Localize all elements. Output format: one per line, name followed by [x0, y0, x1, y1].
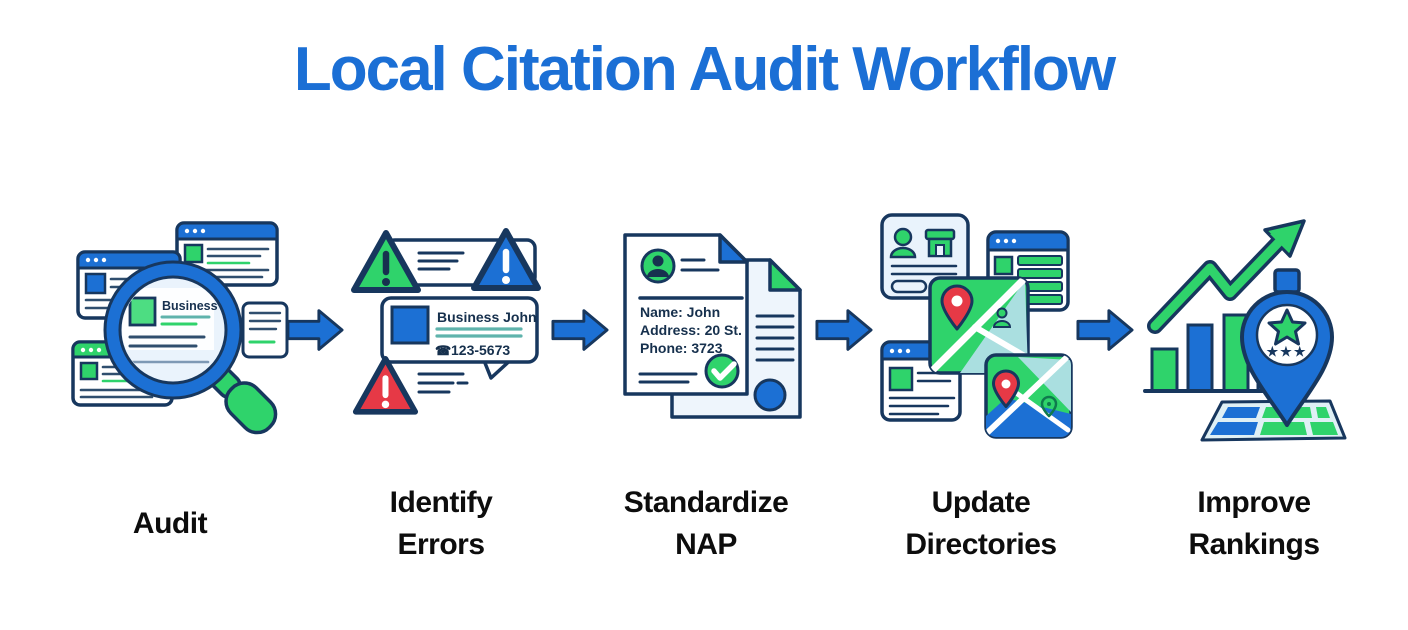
flow-arrow-icon	[551, 309, 609, 351]
lens-business-label: Business	[162, 299, 218, 313]
storefront-icon	[924, 228, 956, 258]
step-label-identify-errors: Identify Errors	[321, 478, 561, 570]
rating-stars-icon: ★★★	[1267, 344, 1308, 359]
location-glyph-icon	[1040, 395, 1058, 418]
step-label-line: NAP	[675, 528, 737, 561]
step-label-audit: Audit	[50, 478, 290, 570]
text-lines	[755, 314, 795, 362]
step-label-standardize-nap: Standardize NAP	[586, 478, 826, 570]
text-lines	[638, 372, 698, 384]
improve-rankings-icon: ★★★	[1143, 219, 1347, 442]
warning-triangle-red-icon	[352, 356, 419, 415]
directory-profile-card	[880, 213, 970, 300]
text-lines	[680, 258, 720, 272]
map-pin-red-icon	[940, 284, 974, 331]
seal-icon	[753, 378, 787, 412]
step-label-line: Directories	[905, 528, 1057, 561]
map-tile-icon	[928, 276, 1030, 375]
warning-triangle-blue-icon	[471, 228, 541, 291]
warning-triangle-green-icon	[351, 230, 421, 293]
person-icon	[889, 227, 917, 259]
star-icon	[1267, 308, 1307, 346]
step-label-line: Identify	[389, 486, 493, 519]
step-label-line: Errors	[397, 528, 485, 561]
update-directories-icon	[880, 213, 1073, 439]
flow-arrow-icon	[286, 309, 344, 351]
document-front-icon: Name: John Address: 20 St. Phone: 3723	[623, 233, 749, 396]
verified-check-badge-icon	[704, 353, 740, 389]
logo-placeholder-icon	[390, 305, 430, 345]
step-label-line: Standardize	[623, 486, 789, 519]
page-title: Local Citation Audit Workflow	[293, 35, 1116, 104]
text-lines	[417, 251, 465, 271]
phone-number-text: 123-5673	[451, 342, 510, 358]
rating-pin-icon: ★★★	[1240, 268, 1334, 427]
step-label-update-directories: Update Directories	[861, 478, 1101, 570]
flow-arrow-icon	[815, 309, 873, 351]
step-label-line: Rankings	[1188, 528, 1320, 561]
standardize-nap-icon: Name: John Address: 20 St. Phone: 3723	[623, 233, 802, 419]
text-lines	[417, 372, 469, 394]
audit-icon: Business	[71, 221, 289, 435]
text-lines	[890, 264, 958, 276]
magnifier-handle	[208, 365, 278, 435]
avatar-icon	[640, 248, 676, 284]
flow-arrow-icon	[1076, 309, 1134, 351]
nap-phone-text: Phone: 3723	[640, 340, 723, 356]
nap-address-text: Address: 20 St.	[640, 322, 742, 338]
listing-card-icon	[241, 301, 289, 359]
person-icon	[992, 307, 1012, 328]
map-tile-icon	[984, 353, 1073, 439]
step-label-line: Update	[931, 486, 1031, 519]
nap-name-text: Name: John	[640, 304, 720, 320]
business-name-text: Business John	[437, 309, 537, 325]
phone-icon: ☎	[435, 343, 451, 358]
lens-content: Business	[122, 288, 218, 364]
step-label-line: Audit	[132, 507, 208, 540]
magnifier-lens-icon: Business	[103, 260, 243, 400]
business-card-bubble: Business John ☎ 123-5673	[380, 296, 539, 380]
identify-errors-icon: Business John ☎ 123-5673	[351, 228, 541, 415]
step-label-line: Improve	[1197, 486, 1311, 519]
growth-arrow-icon	[1147, 219, 1306, 334]
map-pin-red-icon	[992, 369, 1020, 408]
step-label-improve-rankings: Improve Rankings	[1134, 478, 1374, 570]
pill-button-outline	[890, 279, 928, 294]
